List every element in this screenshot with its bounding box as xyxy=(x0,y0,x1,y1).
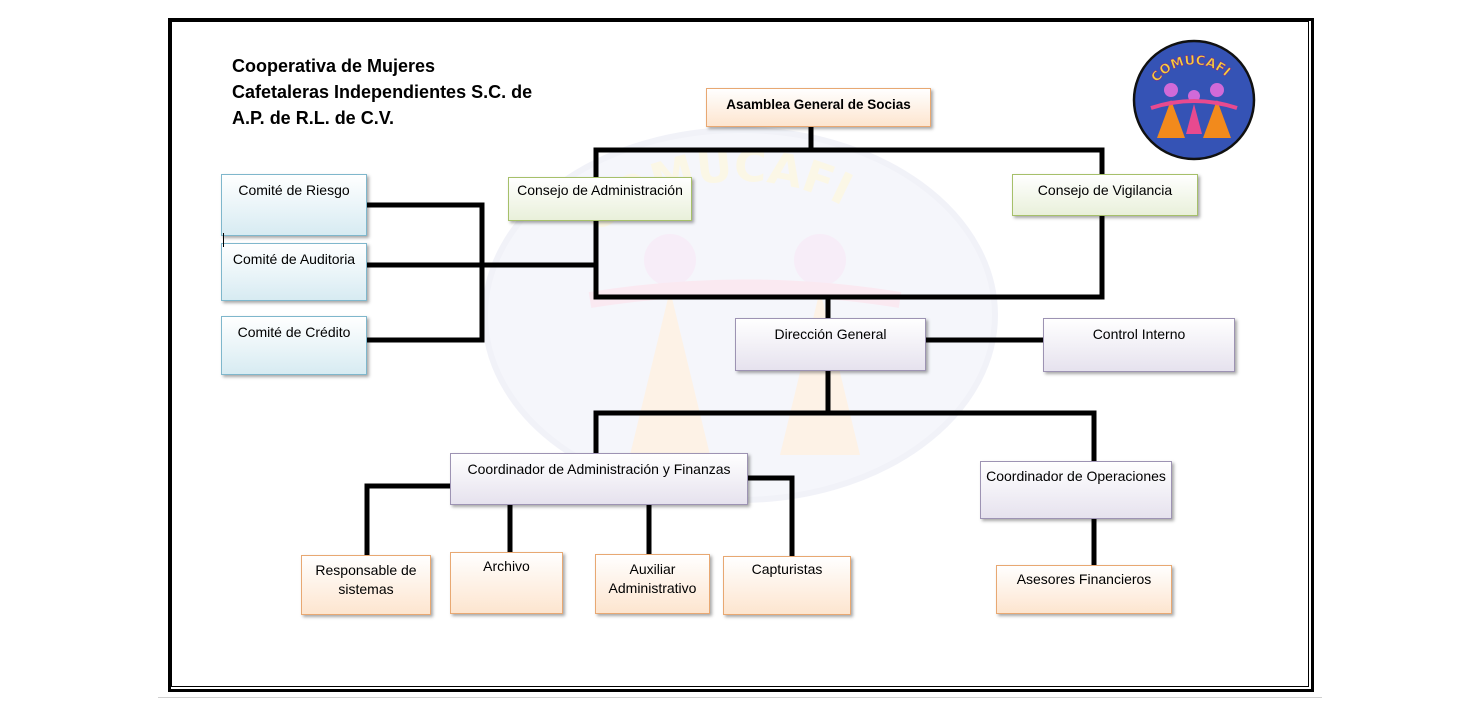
women-holding-hands-icon xyxy=(1150,83,1238,138)
node-archivo: Archivo xyxy=(450,552,563,614)
page-divider xyxy=(158,697,1322,698)
node-comite-credito: Comité de Crédito xyxy=(221,316,367,375)
node-asamblea-general: Asamblea General de Socias xyxy=(706,88,931,127)
node-direccion-general: Dirección General xyxy=(735,318,926,371)
diagram-frame xyxy=(168,18,1314,692)
title-line-3: A.P. de R.L. de C.V. xyxy=(232,108,395,128)
node-consejo-vigilancia: Consejo de Vigilancia xyxy=(1012,174,1198,216)
node-comite-auditoria: Comité de Auditoria xyxy=(221,243,367,301)
node-control-interno: Control Interno xyxy=(1043,318,1235,372)
organization-title: Cooperativa de Mujeres Cafetaleras Indep… xyxy=(232,53,572,131)
node-responsable-sistemas: Responsable de sistemas xyxy=(301,555,431,615)
title-line-2: Cafetaleras Independientes S.C. de xyxy=(232,82,533,102)
text-cursor xyxy=(223,233,224,247)
comucafi-logo: COMUCAFI xyxy=(1132,39,1256,161)
node-coordinador-administracion: Coordinador de Administración y Finanzas xyxy=(450,453,748,505)
node-asesores-financieros: Asesores Financieros xyxy=(996,565,1172,614)
node-comite-riesgo: Comité de Riesgo xyxy=(221,174,367,236)
title-line-1: Cooperativa de Mujeres xyxy=(232,56,436,76)
node-auxiliar-administrativo: Auxiliar Administrativo xyxy=(595,554,710,614)
node-coordinador-operaciones: Coordinador de Operaciones xyxy=(980,461,1172,519)
node-capturistas: Capturistas xyxy=(723,556,851,615)
node-consejo-administracion: Consejo de Administración xyxy=(508,177,692,221)
